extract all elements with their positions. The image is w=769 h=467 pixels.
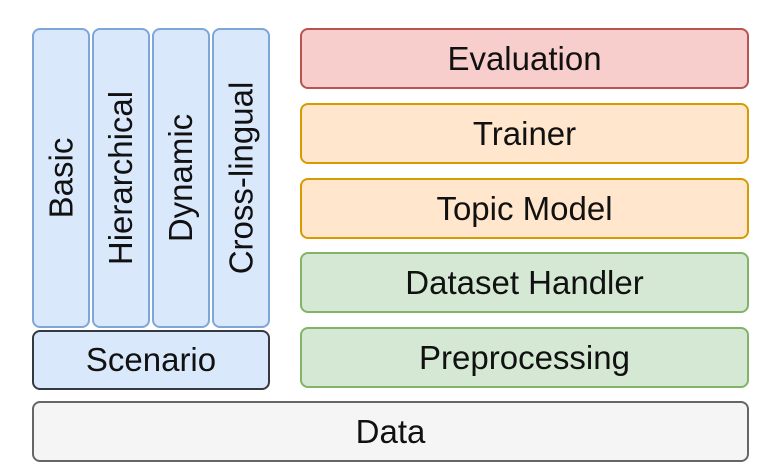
evaluation-label: Evaluation xyxy=(447,39,602,77)
trainer-label: Trainer xyxy=(472,114,577,152)
data-box: Data xyxy=(32,401,749,462)
scenario-type-label: Basic xyxy=(42,137,80,219)
dataset-handler-label: Dataset Handler xyxy=(405,263,644,301)
scenario-box: Scenario xyxy=(32,330,270,390)
evaluation-box: Evaluation xyxy=(300,28,749,89)
scenario-label: Scenario xyxy=(85,341,217,378)
trainer-box: Trainer xyxy=(300,103,749,164)
scenario-type-basic: Basic xyxy=(32,28,90,328)
scenario-type-label: Dynamic xyxy=(162,113,200,243)
topic-model-label: Topic Model xyxy=(436,189,613,227)
dataset-handler-box: Dataset Handler xyxy=(300,252,749,313)
scenario-type-label: Cross-lingual xyxy=(222,81,260,275)
scenario-type-label: Hierarchical xyxy=(102,90,139,266)
scenario-type-dynamic: Dynamic xyxy=(152,28,210,328)
data-label: Data xyxy=(355,412,426,450)
preprocessing-box: Preprocessing xyxy=(300,327,749,388)
topic-model-box: Topic Model xyxy=(300,178,749,239)
preprocessing-label: Preprocessing xyxy=(419,338,630,376)
scenario-type-hierarchical: Hierarchical xyxy=(92,28,150,328)
scenario-type-cross-lingual: Cross-lingual xyxy=(212,28,270,328)
